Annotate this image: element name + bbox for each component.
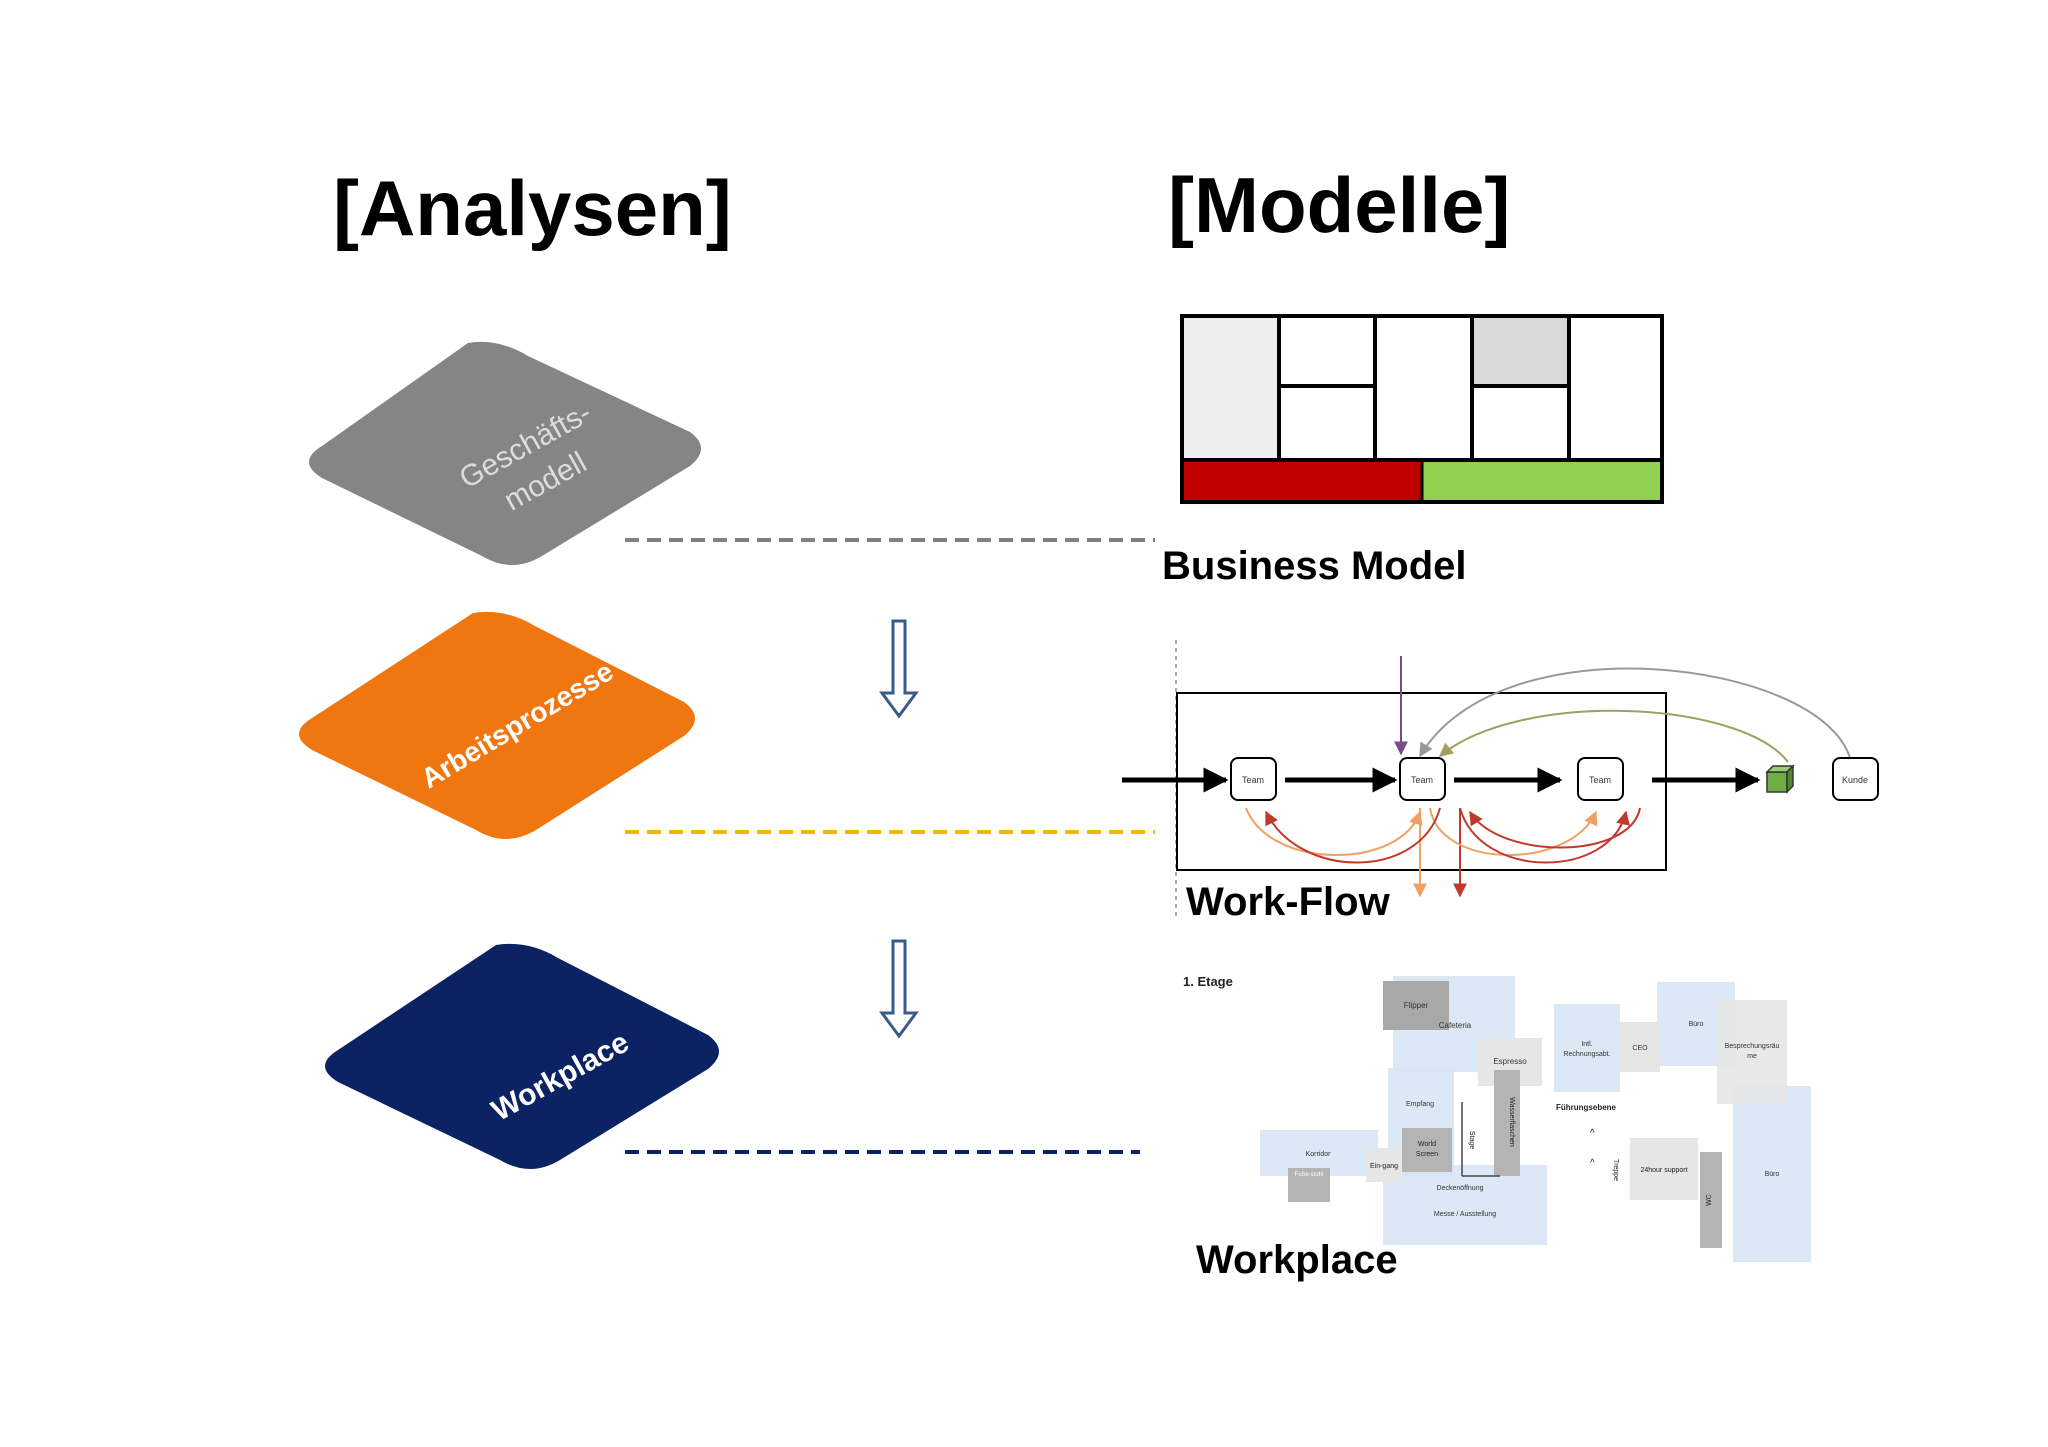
room-bespr xyxy=(1717,1000,1787,1104)
caption-work-flow: Work-Flow xyxy=(1186,880,1390,924)
heading-modelle: [Modelle] xyxy=(1168,161,1511,249)
room-label-messe: Messe / Ausstellung xyxy=(1434,1211,1496,1218)
room-label-buero2: Büro xyxy=(1765,1171,1780,1178)
room-sofa xyxy=(1288,1168,1330,1202)
down-arrow-2 xyxy=(879,939,919,1039)
room-label-empfang: Empfang xyxy=(1406,1101,1434,1108)
bm-shaded-cell xyxy=(1472,316,1569,386)
room-flipper xyxy=(1383,981,1449,1030)
caption-workplace: Workplace xyxy=(1196,1238,1398,1282)
stair-arrow-up-2: ^ xyxy=(1590,1158,1595,1169)
room-label-korridor: Korridor xyxy=(1306,1151,1332,1158)
room-label-wc: WC xyxy=(1706,1194,1713,1206)
room-label-buero1: Büro xyxy=(1689,1021,1704,1028)
room-label-stage: Stage xyxy=(1468,1131,1475,1149)
workflow-node-label-3: Team xyxy=(1589,775,1611,785)
workflow-diagram: Team Team Team Kunde xyxy=(1122,640,1879,920)
room-label-treppe: Treppe xyxy=(1612,1159,1619,1181)
room-label-eingang: Ein-gang xyxy=(1370,1163,1398,1170)
room-label-fuehrung: Führungsebene xyxy=(1556,1103,1617,1112)
room-ceo xyxy=(1620,1022,1660,1072)
room-label-support: 24hour support xyxy=(1640,1167,1687,1174)
layer-arbeitsprozesse: Arbeitsprozesse xyxy=(299,611,695,839)
bm-revenue-bar xyxy=(1422,460,1662,502)
workflow-node-kunde xyxy=(1832,757,1879,801)
room-support xyxy=(1630,1138,1698,1200)
workflow-node-team-1 xyxy=(1230,757,1277,801)
down-arrow-1 xyxy=(879,619,919,719)
stair-arrow-up: ^ xyxy=(1590,1128,1595,1139)
room-label-intl: Intl. xyxy=(1581,1041,1592,1048)
room-wasser xyxy=(1494,1070,1520,1176)
workflow-node-label-2: Team xyxy=(1411,775,1433,785)
room-world xyxy=(1402,1128,1452,1172)
floor-plan-title: 1. Etage xyxy=(1183,974,1233,989)
layer-shape-geschaeftsmodell xyxy=(309,341,701,565)
room-label-world1: World xyxy=(1418,1141,1436,1148)
floor-plan: 1. Etage Flipper Cafeteria Espresso Intl… xyxy=(1183,974,1811,1262)
heading-analysen: [Analysen] xyxy=(333,164,732,252)
room-label-espresso: Espresso xyxy=(1493,1057,1527,1066)
layer-shape-arbeitsprozesse xyxy=(299,611,695,839)
workflow-node-team-3 xyxy=(1577,757,1624,801)
room-intl xyxy=(1554,1004,1620,1092)
room-label-ceo: CEO xyxy=(1632,1045,1648,1052)
room-label-bespr1: Besprechungsräu xyxy=(1725,1043,1780,1050)
room-buero2 xyxy=(1733,1086,1811,1262)
room-label-bespr2: me xyxy=(1747,1053,1757,1060)
workflow-node-label-1: Team xyxy=(1242,775,1264,785)
room-label-cafeteria: Cafeteria xyxy=(1439,1021,1472,1030)
room-label-sofa: Fuße-stuhl xyxy=(1295,1172,1324,1178)
room-label-world2: Screen xyxy=(1416,1151,1438,1158)
room-label-decke: Deckenöffnung xyxy=(1437,1185,1484,1192)
bm-cost-bar xyxy=(1182,460,1422,502)
bm-key-partners xyxy=(1182,316,1279,460)
layer-workplace: Workplace xyxy=(325,943,719,1169)
layer-shape-workplace xyxy=(325,943,719,1169)
room-wc xyxy=(1700,1152,1722,1248)
workflow-node-team-2 xyxy=(1399,757,1446,801)
room-label-wasser: Wasserflaschen xyxy=(1508,1097,1515,1147)
business-model-canvas xyxy=(1180,314,1664,504)
workflow-node-label-kunde: Kunde xyxy=(1842,775,1868,785)
room-label-flipper: Flipper xyxy=(1404,1001,1429,1010)
room-label-intl2: Rechnungsabt. xyxy=(1563,1051,1610,1058)
caption-business-model: Business Model xyxy=(1162,544,1467,588)
product-cube-icon xyxy=(1765,764,1795,794)
layer-geschaeftsmodell: Geschäfts- modell xyxy=(309,341,701,565)
room-eingang xyxy=(1366,1148,1402,1182)
room-messe xyxy=(1383,1165,1547,1245)
